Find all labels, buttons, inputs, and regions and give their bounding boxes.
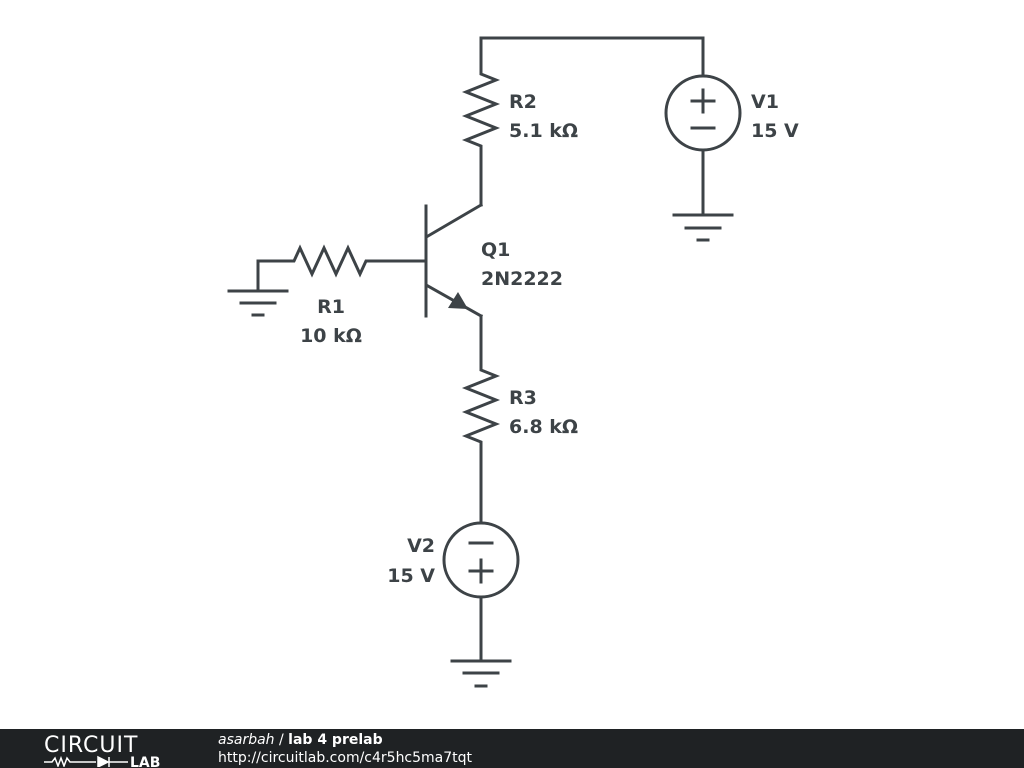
v2-voltage-source-icon[interactable]: [442, 521, 520, 599]
ground-icon-v1: [672, 213, 734, 242]
q1-value-label: 2N2222: [481, 268, 563, 290]
r3-resistor-icon[interactable]: [461, 365, 501, 451]
v1-value-label: 15 V: [751, 120, 799, 142]
q1-name-label: Q1: [481, 239, 510, 261]
v2-value-label: 15 V: [387, 565, 435, 587]
project-title[interactable]: lab 4 prelab: [288, 732, 383, 748]
footer-bar: CIRCUIT LAB asarbah / lab 4 prelab http:…: [0, 729, 1024, 768]
r3-name-label: R3: [509, 387, 537, 409]
logo-bottom-text: LAB: [130, 755, 160, 767]
q1-npn-transistor-icon[interactable]: [424, 202, 484, 319]
r3-value-label: 6.8 kΩ: [509, 416, 578, 438]
circuit-schematic: R2 5.1 kΩ V1 15 V Q1 2N2222 R1 10 kΩ R3 …: [227, 36, 799, 688]
v1-voltage-source-icon[interactable]: [664, 74, 742, 152]
v1-name-label: V1: [751, 91, 779, 113]
ground-icon-v2: [450, 659, 512, 688]
r1-value-label: 10 kΩ: [300, 325, 362, 347]
r1-name-label: R1: [317, 296, 345, 318]
wire-top: [479, 36, 705, 78]
circuitlab-logo[interactable]: CIRCUIT LAB: [44, 731, 176, 767]
v2-name-label: V2: [407, 535, 435, 557]
r1-resistor-icon[interactable]: [289, 244, 376, 278]
logo-resistor-icon: [44, 755, 96, 767]
project-url[interactable]: http://circuitlab.com/c4r5hc5ma7tqt: [218, 750, 473, 766]
footer-info: asarbah / lab 4 prelab http://circuitlab…: [218, 731, 472, 767]
ground-icon-r1: [227, 289, 289, 317]
emitter-arrow-icon: [448, 292, 468, 309]
r2-value-label: 5.1 kΩ: [509, 120, 578, 142]
r2-name-label: R2: [509, 91, 537, 113]
wire-r1-ground: [256, 259, 293, 293]
logo-diode-icon: [97, 755, 128, 767]
logo-top-text: CIRCUIT: [44, 733, 138, 758]
footer-title-line: asarbah / lab 4 prelab: [218, 731, 472, 749]
r2-resistor-icon[interactable]: [461, 69, 501, 152]
author-link[interactable]: asarbah: [218, 732, 275, 748]
footer-separator: /: [274, 732, 289, 748]
